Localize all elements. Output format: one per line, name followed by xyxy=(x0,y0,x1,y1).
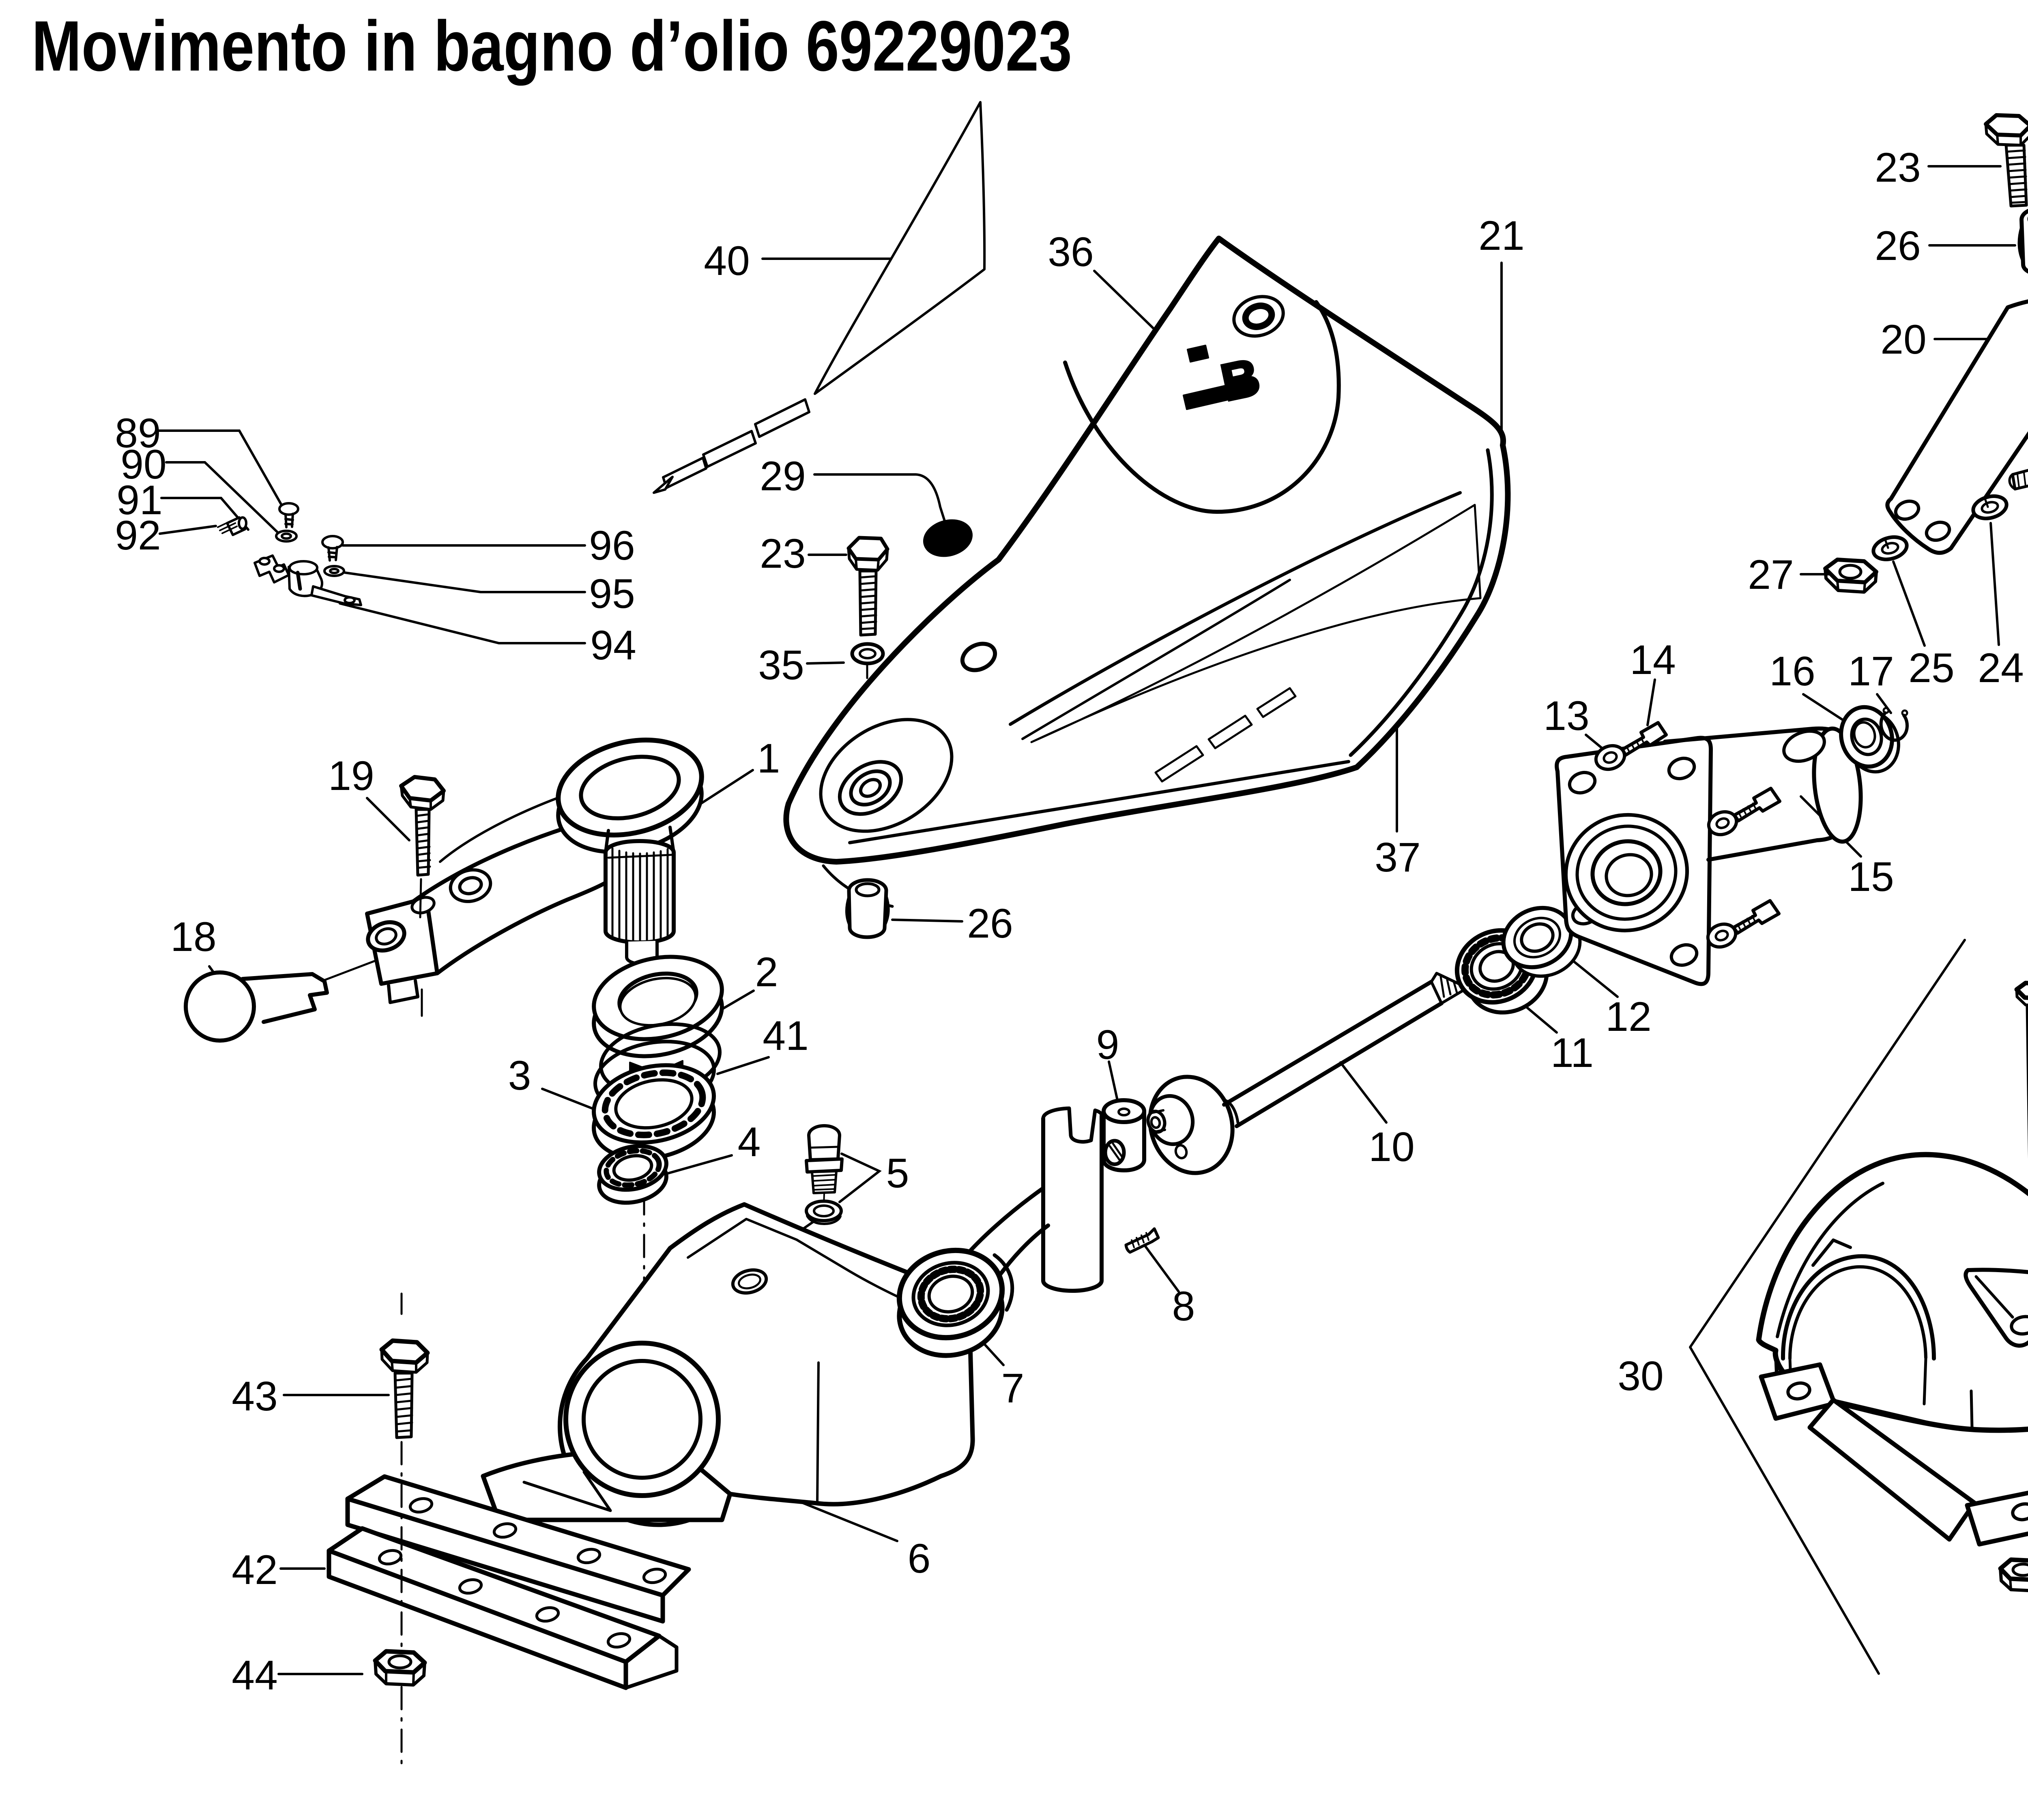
svg-text:18: 18 xyxy=(170,914,216,960)
svg-text:94: 94 xyxy=(590,622,636,668)
svg-text:30: 30 xyxy=(1618,1353,1663,1399)
svg-text:5: 5 xyxy=(886,1150,909,1196)
svg-text:35: 35 xyxy=(758,642,804,688)
svg-text:37: 37 xyxy=(1375,834,1420,880)
svg-text:91: 91 xyxy=(116,477,162,523)
svg-text:90: 90 xyxy=(120,441,166,487)
svg-text:14: 14 xyxy=(1630,637,1676,683)
svg-text:24: 24 xyxy=(1978,645,2024,691)
svg-text:26: 26 xyxy=(1875,223,1921,269)
svg-text:23: 23 xyxy=(760,530,806,577)
svg-text:4: 4 xyxy=(738,1119,761,1165)
svg-text:16: 16 xyxy=(1769,648,1815,694)
svg-text:26: 26 xyxy=(967,900,1013,946)
svg-text:43: 43 xyxy=(232,1373,277,1419)
svg-text:89: 89 xyxy=(115,410,161,456)
svg-text:1: 1 xyxy=(757,735,780,781)
svg-text:95: 95 xyxy=(589,571,635,617)
svg-text:6: 6 xyxy=(908,1535,931,1582)
svg-text:13: 13 xyxy=(1543,693,1589,739)
svg-text:23: 23 xyxy=(1875,144,1921,191)
svg-text:Movimento in bagno d’olio 6922: Movimento in bagno d’olio 69229023 xyxy=(32,6,1072,86)
svg-text:25: 25 xyxy=(1908,645,1954,691)
svg-text:9: 9 xyxy=(1096,1022,1119,1068)
svg-text:17: 17 xyxy=(1848,648,1894,694)
svg-text:96: 96 xyxy=(589,522,635,569)
svg-text:41: 41 xyxy=(763,1013,808,1059)
svg-text:10: 10 xyxy=(1368,1124,1414,1170)
svg-text:29: 29 xyxy=(760,453,806,499)
svg-text:8: 8 xyxy=(1172,1283,1195,1329)
svg-text:11: 11 xyxy=(1551,1030,1594,1076)
svg-text:21: 21 xyxy=(1478,212,1524,259)
svg-text:92: 92 xyxy=(115,512,161,558)
svg-text:20: 20 xyxy=(1880,316,1926,363)
svg-text:36: 36 xyxy=(1048,229,1093,275)
svg-text:12: 12 xyxy=(1605,994,1651,1040)
svg-text:7: 7 xyxy=(1001,1365,1025,1411)
svg-text:15: 15 xyxy=(1848,854,1894,900)
svg-text:2: 2 xyxy=(755,949,778,995)
svg-text:19: 19 xyxy=(328,753,374,799)
svg-text:42: 42 xyxy=(232,1547,277,1593)
svg-text:3: 3 xyxy=(508,1052,531,1099)
svg-text:44: 44 xyxy=(232,1652,277,1698)
svg-text:27: 27 xyxy=(1748,552,1794,598)
svg-text:40: 40 xyxy=(704,238,750,284)
